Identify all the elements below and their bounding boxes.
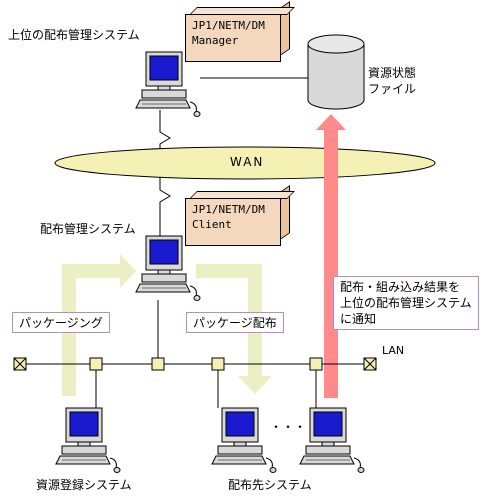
notify-note: 配布・組み込み結果を 上位の配布管理システム に通知	[333, 276, 479, 330]
upper-pc-wan-link	[159, 110, 171, 152]
resource-file-label-2: ファイル	[368, 82, 417, 96]
package-distribution-label: パッケージ配布	[186, 312, 284, 333]
packaging-label: パッケージング	[12, 312, 110, 333]
distribution-system-label: 配布管理システム	[40, 222, 136, 236]
lan-node	[89, 357, 103, 371]
lan-terminator-right	[363, 357, 377, 371]
notify-line1: 配布・組み込み結果を	[340, 280, 461, 294]
client-box-line2: Client	[192, 218, 232, 231]
manager-box-line1: JP1/NETM/DM	[192, 19, 265, 32]
destination-pc-2	[299, 407, 365, 473]
destination-system-label: 配布先システム	[228, 478, 312, 492]
lan-node	[309, 357, 323, 371]
client-box-line1: JP1/NETM/DM	[192, 203, 265, 216]
notify-line2: 上位の配布管理システム	[340, 296, 472, 310]
resource-file-label-1: 資源状態	[368, 66, 417, 80]
manager-box-line2: Manager	[192, 34, 239, 47]
manager-box-top	[189, 7, 295, 15]
notify-arrow	[316, 114, 346, 398]
manager-product-box: JP1/NETM/DM Manager	[185, 14, 281, 62]
resource-file-cylinder	[307, 34, 365, 110]
lan-label: LAN	[382, 344, 405, 357]
lan-node	[211, 357, 225, 371]
client-box-top	[189, 191, 295, 199]
lan-node	[151, 357, 165, 371]
client-product-box: JP1/NETM/DM Client	[185, 198, 281, 246]
dist-pc-wan-link	[159, 176, 171, 236]
wan-cloud	[54, 146, 436, 180]
wan-label: WAN	[230, 155, 265, 169]
ellipsis-label: ・・・	[270, 420, 307, 434]
destination-pc-1	[211, 407, 277, 473]
lan-terminator-left	[13, 357, 27, 371]
notify-line3: に通知	[340, 312, 377, 326]
resource-registration-label: 資源登録システム	[36, 478, 132, 492]
resource-registration-pc	[55, 407, 121, 473]
upper-system-label: 上位の配布管理システム	[8, 28, 140, 42]
